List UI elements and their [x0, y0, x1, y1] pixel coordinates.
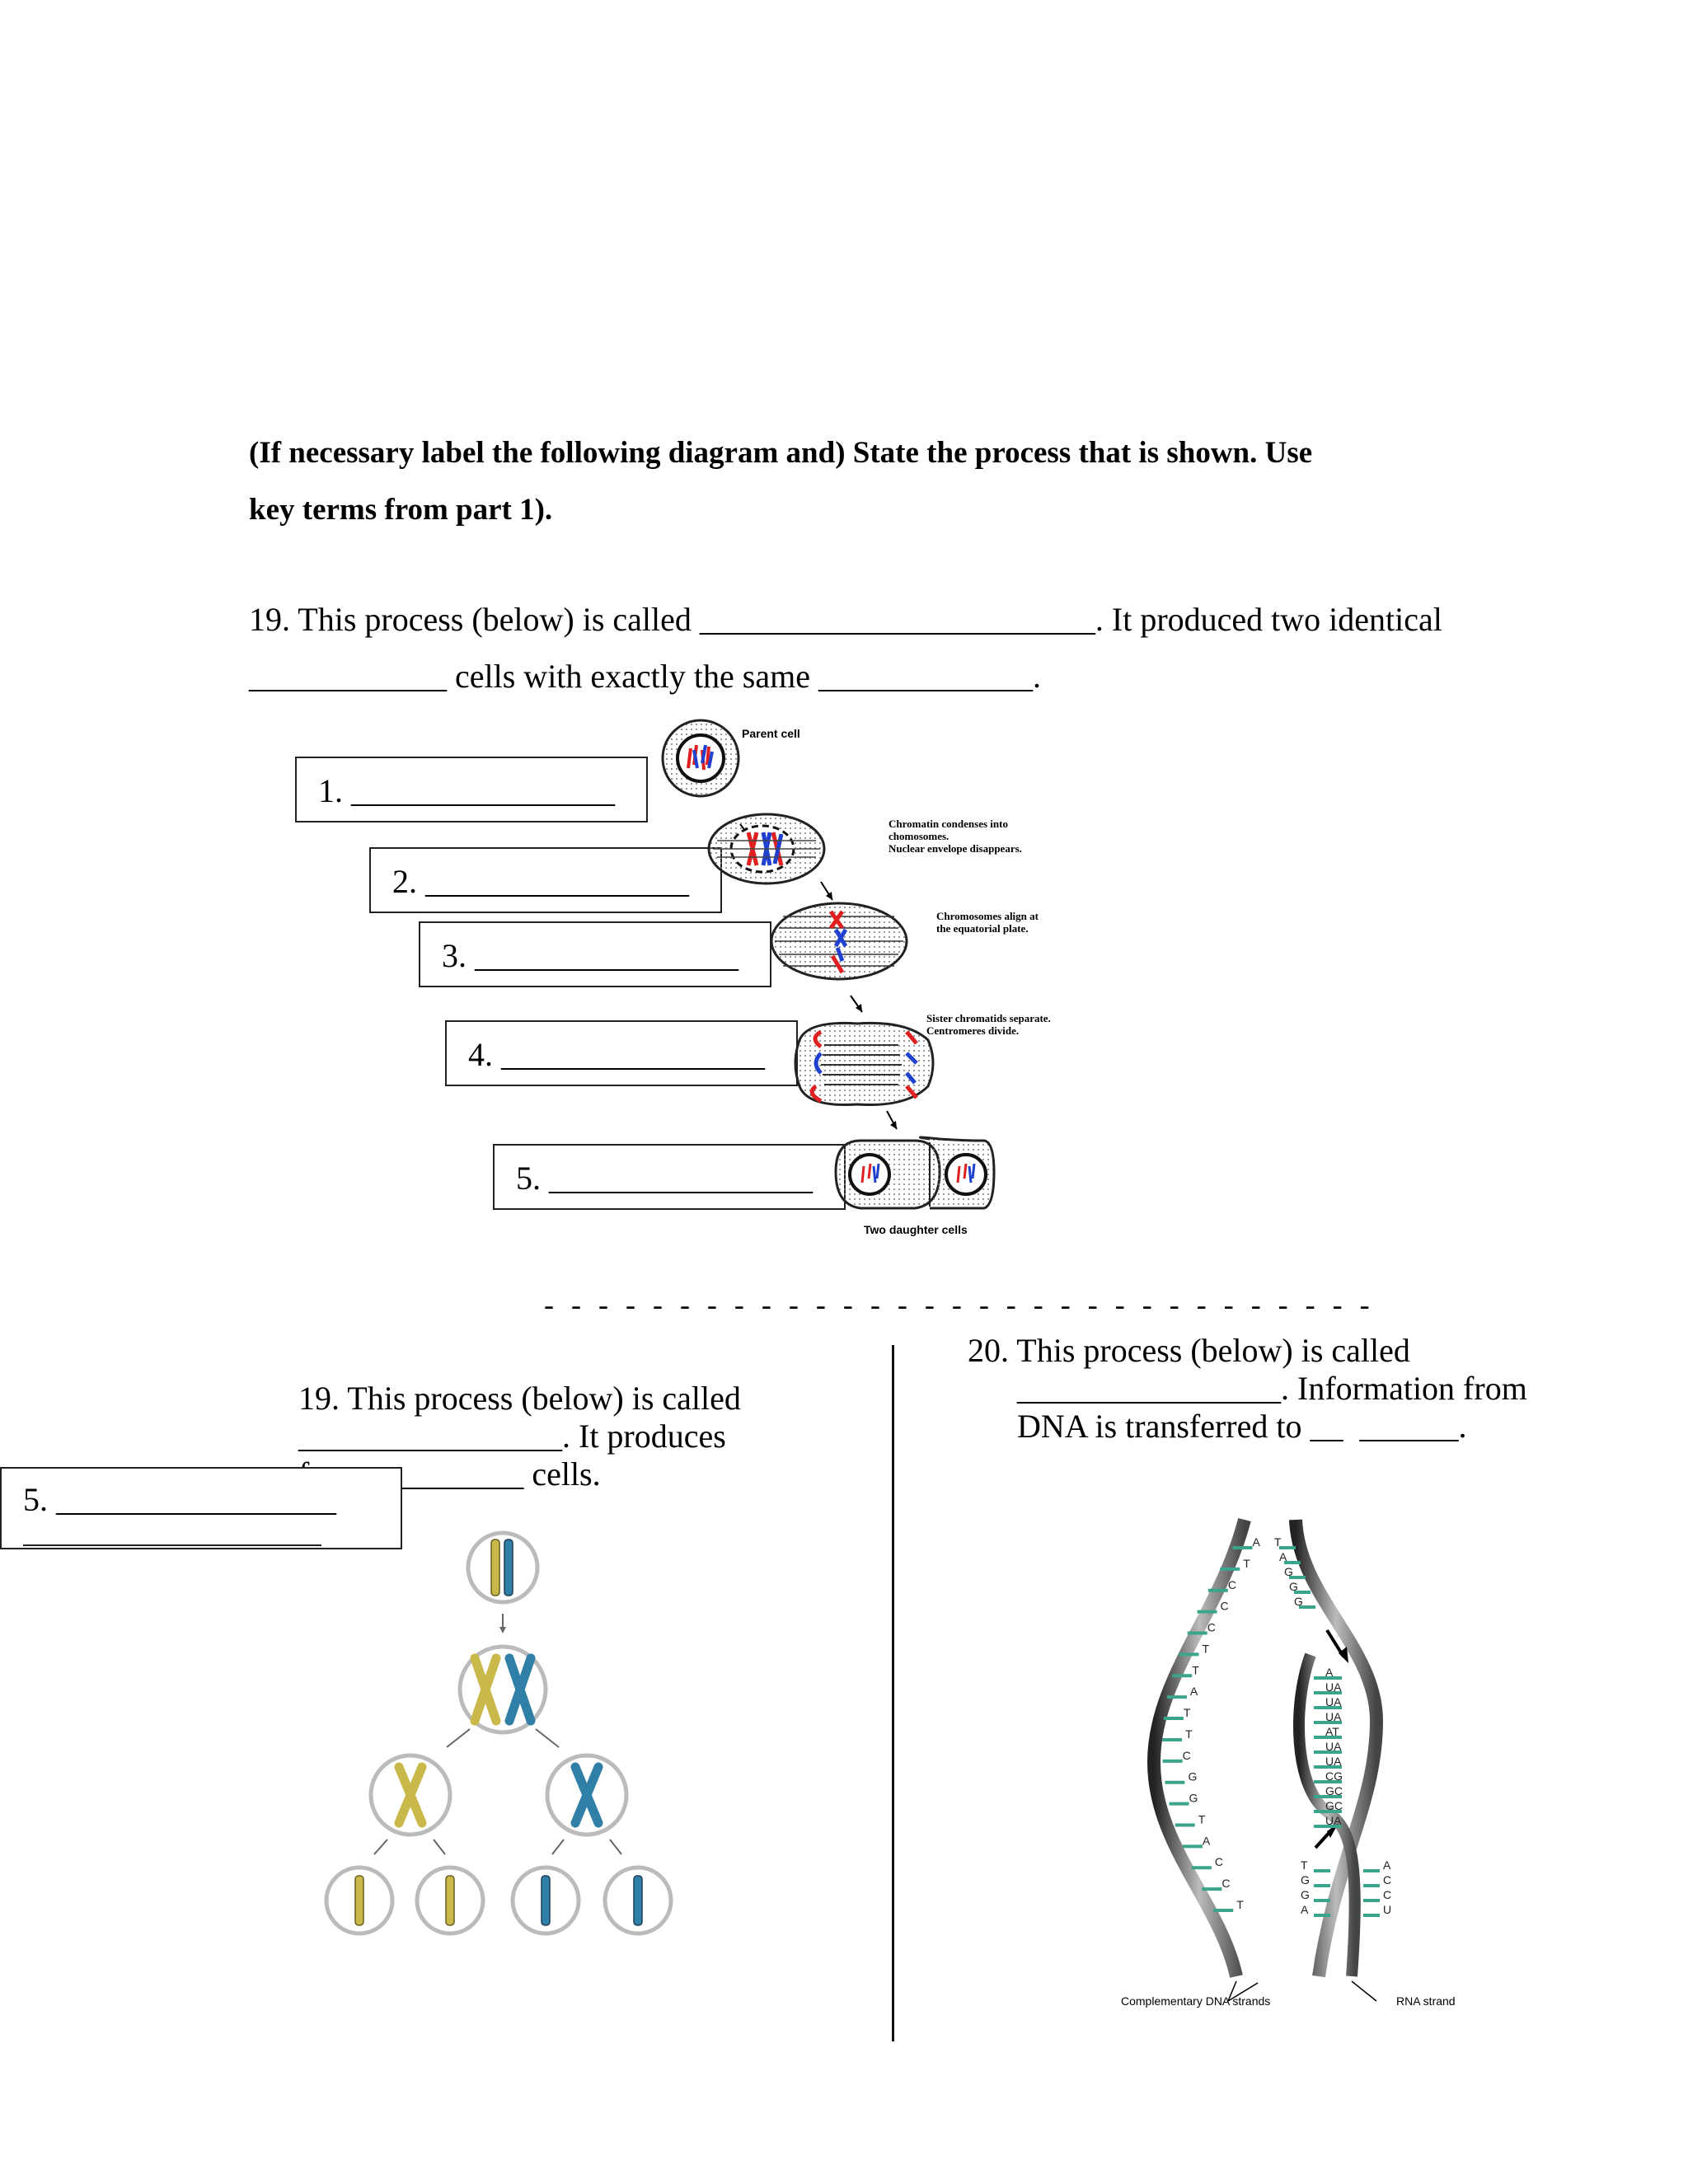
rna-base-letter: UA [1325, 1814, 1342, 1827]
dna-base-letter: A [1279, 1550, 1287, 1563]
dna-base-letter: C [1207, 1621, 1216, 1634]
dna-base-letter: A [1301, 1903, 1309, 1916]
dna-base-letter: C [1228, 1578, 1236, 1591]
dna-base-letter: G [1188, 1770, 1197, 1783]
question-20-line-2: ________________. Information from [1017, 1370, 1527, 1407]
parent-cell-label: Parent cell [742, 727, 800, 740]
mitosis-label-box-1[interactable]: 1. ________________ [295, 757, 648, 823]
dna-base-letter: G [1301, 1888, 1310, 1901]
meiosis-cell-2a [368, 1753, 452, 1837]
rna-base-letter: C [1383, 1888, 1391, 1901]
dna-base-letter: T [1274, 1535, 1282, 1549]
dna-base-letter: A [1190, 1685, 1198, 1698]
dna-base-letter: T [1185, 1727, 1193, 1741]
caption-align: Chromosomes align at the equatorial plat… [936, 910, 1039, 935]
mitosis-label-box-2[interactable]: 2. ________________ [369, 847, 722, 913]
rna-base-letter: GC [1325, 1784, 1343, 1797]
dna-base-letter: G [1189, 1792, 1198, 1805]
dna-base-letter: G [1301, 1873, 1310, 1886]
rna-base-letter: U [1383, 1903, 1391, 1916]
dna-base-letter: G [1284, 1565, 1293, 1578]
dna-base-letter: T [1198, 1812, 1206, 1825]
question-19b-line-2: ________________. It produces [298, 1418, 726, 1455]
daughter-cells-label: Two daughter cells [864, 1223, 968, 1236]
dna-base-letter: T [1202, 1642, 1209, 1655]
dna-base-letter: A [1203, 1834, 1211, 1847]
rna-base-letter: CG [1325, 1769, 1343, 1783]
dna-base-letter: T [1192, 1663, 1199, 1676]
label-rna-strand: RNA strand [1396, 1994, 1456, 2008]
dna-base-letter: G [1294, 1595, 1303, 1608]
meiosis-gametes [324, 1865, 673, 1936]
dna-strand-right [1289, 1519, 1384, 1978]
dna-base-letter: T [1184, 1706, 1191, 1719]
rna-base-letter: UA [1325, 1740, 1342, 1753]
rna-base-letter: UA [1325, 1680, 1342, 1694]
rna-base-letter: C [1383, 1873, 1391, 1886]
rna-base-letter: GC [1325, 1799, 1343, 1812]
rna-base-letter: A [1325, 1666, 1334, 1679]
question-19-line-1: 19. This process (below) is called _____… [249, 601, 1442, 638]
rna-base-letter: UA [1325, 1755, 1342, 1768]
rna-label-pointer [1351, 1980, 1377, 2002]
dna-base-letter: A [1253, 1535, 1261, 1549]
rna-base-letter: UA [1325, 1695, 1342, 1708]
parent-cell [661, 719, 740, 798]
question-20-line-1: 20. This process (below) is called [968, 1332, 1410, 1369]
caption-separate: Sister chromatids separate. Centromeres … [926, 1012, 1051, 1037]
question-19-line-2: ____________ cells with exactly the same… [249, 658, 1041, 695]
meiosis-diagram [324, 1530, 673, 1936]
overlay-label-text: 5. _________________ [23, 1481, 336, 1518]
instructions-line-1: (If necessary label the following diagra… [249, 436, 1313, 470]
instructions: (If necessary label the following diagra… [249, 424, 1485, 538]
dna-base-letter: T [1243, 1557, 1250, 1570]
question-20-line-3: DNA is transferred to __ ______. [1017, 1408, 1467, 1445]
dna-label-pointer [1227, 1980, 1259, 2002]
caption-condense: Chromatin condenses into chomosomes. Nuc… [889, 818, 1022, 855]
label-complementary-dna: Complementary DNA strands [1121, 1994, 1271, 2008]
mitosis-diagram [661, 719, 996, 1210]
anaphase-cell [794, 1021, 935, 1106]
dna-base-letter: T [1236, 1898, 1244, 1911]
overlay-underline [23, 1544, 321, 1546]
mitosis-label-box-3[interactable]: 3. ________________ [419, 921, 771, 987]
overlay-label-box[interactable]: 5. _________________ [0, 1467, 402, 1549]
dna-base-letter: C [1221, 1877, 1230, 1890]
dna-base-letter: C [1215, 1855, 1223, 1868]
meiosis-replicated-cell [457, 1644, 548, 1735]
rna-base-letter: AT [1325, 1725, 1339, 1738]
instructions-line-2: key terms from part 1). [249, 493, 553, 527]
transcription-diagram: ATCCCTTATTCGGTACCTTAGGGAUAUAUAATUAUACGGC… [1146, 1517, 1391, 2002]
meiosis-parent-cell [466, 1530, 540, 1605]
dna-base-letter: C [1221, 1600, 1229, 1613]
meiosis-cell-2b [545, 1753, 629, 1837]
dna-base-letter: G [1289, 1580, 1298, 1593]
dna-base-letter: T [1301, 1858, 1308, 1872]
metaphase-cell [770, 902, 908, 981]
question-19b-line-1: 19. This process (below) is called [298, 1380, 741, 1417]
dna-base-letter: C [1183, 1749, 1191, 1762]
dna-strand-left [1146, 1517, 1251, 1978]
mitosis-label-box-4[interactable]: 4. ________________ [445, 1020, 798, 1086]
rna-base-letter: A [1383, 1858, 1391, 1872]
section-divider: - - - - - - - - - - - - - - - - - - - - … [544, 1288, 1375, 1321]
vertical-divider [892, 1345, 894, 2041]
prophase-cell [707, 813, 826, 885]
rna-base-letter: UA [1325, 1710, 1342, 1723]
